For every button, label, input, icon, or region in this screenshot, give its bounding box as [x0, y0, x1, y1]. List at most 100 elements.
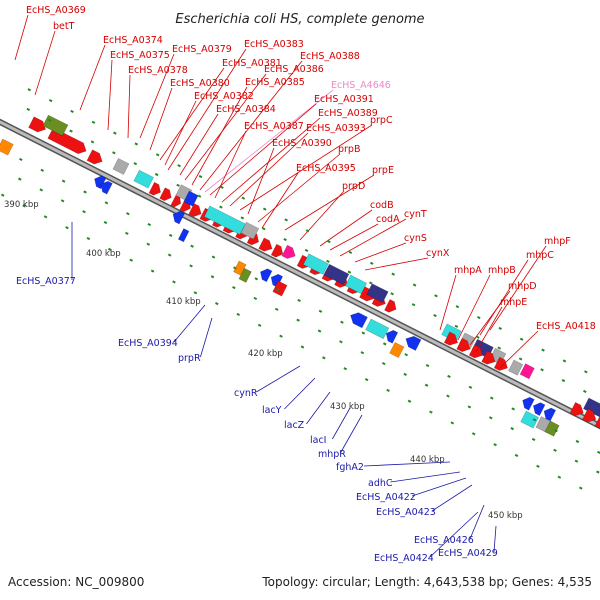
backbone-layer: [0, 118, 600, 430]
gene-label-top-31: mhpC: [526, 250, 554, 261]
gene-leader-bottom-6: [332, 407, 351, 440]
gene-label-bottom-6: lacI: [310, 435, 327, 446]
track-dot: [403, 372, 407, 376]
gene-feature-0: [28, 116, 46, 133]
gene-leader-top-22: [261, 172, 299, 229]
track-dot: [360, 351, 365, 355]
gene-feature-32: [384, 298, 397, 313]
track-dot: [236, 312, 241, 317]
track-dot: [381, 361, 386, 366]
gene-label-top-33: mhpB: [488, 265, 516, 276]
coordinate-tick-label-3: 420 kbp: [248, 349, 283, 359]
track-dot: [536, 464, 540, 468]
gene-feature-20: [240, 221, 260, 240]
gene-leader-top-9: [167, 48, 247, 171]
gene-label-top-3: EcHS_A0375: [110, 50, 170, 61]
gene-feature-16: [270, 243, 284, 258]
gene-feature-49: [522, 396, 535, 411]
gene-feature-3: [112, 157, 130, 175]
track-dot: [476, 335, 480, 339]
gene-feature-56: [365, 318, 390, 340]
track-dot: [424, 383, 429, 387]
gene-label-top-22: EcHS_A0395: [296, 163, 356, 174]
track-dot: [69, 129, 73, 133]
track-dot: [254, 277, 259, 281]
track-dot: [322, 356, 326, 360]
gene-feature-42: [493, 356, 508, 371]
gene-leader-top-15: [209, 103, 317, 196]
track-dot: [318, 309, 323, 313]
gene-leader-top-31: [479, 259, 529, 336]
gene-leader-top-26: [329, 223, 379, 251]
gene-label-bottom-8: fghA2: [336, 462, 364, 473]
gene-label-top-0: EcHS_A0369: [26, 5, 86, 16]
track-dot: [18, 177, 22, 181]
gene-feature-62: [272, 280, 288, 297]
gene-label-top-5: EcHS_A0379: [172, 44, 232, 55]
track-dot: [283, 238, 287, 242]
gene-feature-57: [385, 329, 399, 344]
gene-feature-59: [405, 335, 422, 351]
track-dot: [412, 283, 417, 287]
gene-label-top-29: cynX: [426, 248, 450, 259]
track-dot: [279, 334, 283, 338]
track-dot: [19, 157, 23, 162]
gene-label-top-4: EcHS_A0378: [128, 65, 188, 76]
track-dot: [305, 229, 310, 233]
track-dot: [150, 269, 155, 273]
gene-label-top-25: codB: [370, 200, 394, 211]
gene-feature-15: [258, 237, 273, 252]
track-dot: [404, 353, 408, 357]
gene-leader-bottom-4: [284, 377, 316, 410]
track-dot: [300, 345, 305, 349]
track-dot: [347, 270, 352, 274]
track-dot: [43, 215, 48, 219]
track-dot: [86, 236, 91, 241]
gene-leader-top-2: [79, 44, 106, 111]
gene-feature-67: [0, 138, 14, 156]
track-dot: [519, 337, 524, 341]
track-dot: [241, 196, 246, 200]
gene-label-top-9: EcHS_A0383: [244, 39, 304, 50]
track-dot: [562, 359, 567, 363]
gene-feature-58: [389, 341, 405, 359]
track-dot: [147, 222, 152, 227]
gene-leader-top-11: [184, 73, 267, 181]
gene-label-top-10: EcHS_A0384: [216, 104, 276, 115]
gene-leader-top-35: [475, 306, 503, 353]
track-dot: [497, 346, 502, 350]
gene-feature-66: [100, 180, 113, 195]
gene-leader-top-0: [14, 14, 29, 61]
gene-label-bottom-13: EcHS_A0424: [374, 553, 434, 564]
track-dot: [455, 305, 460, 309]
track-dot: [172, 280, 176, 284]
track-dot: [574, 459, 579, 463]
track-dot: [83, 190, 87, 194]
track-dot: [433, 313, 437, 318]
coordinate-tick-label-2: 410 kbp: [166, 297, 201, 307]
track-dot: [210, 275, 215, 279]
gene-leader-bottom-12: [469, 504, 485, 540]
track-dot: [467, 405, 472, 409]
gene-label-top-36: EcHS_A0418: [536, 321, 596, 332]
track-dot: [450, 421, 455, 425]
gene-feature-1: [47, 127, 87, 155]
track-dot: [386, 388, 390, 392]
gene-feature-33: [366, 283, 389, 303]
gene-leader-top-19: [239, 124, 373, 211]
gene-feature-45: [582, 397, 600, 418]
gene-leader-top-34: [469, 290, 511, 346]
track-dot: [411, 303, 416, 307]
gene-label-top-7: EcHS_A0381: [222, 58, 282, 69]
gene-feature-4: [133, 169, 154, 189]
track-dot: [134, 142, 139, 146]
gene-feature-21: [281, 244, 296, 259]
gene-feature-43: [508, 359, 524, 376]
gene-feature-39: [456, 337, 471, 353]
gene-leader-top-12: [191, 86, 248, 186]
track-dot: [553, 448, 557, 452]
gene-leader-top-33: [457, 274, 491, 341]
gene-leader-top-21: [257, 153, 341, 223]
gene-feature-47: [582, 408, 597, 423]
